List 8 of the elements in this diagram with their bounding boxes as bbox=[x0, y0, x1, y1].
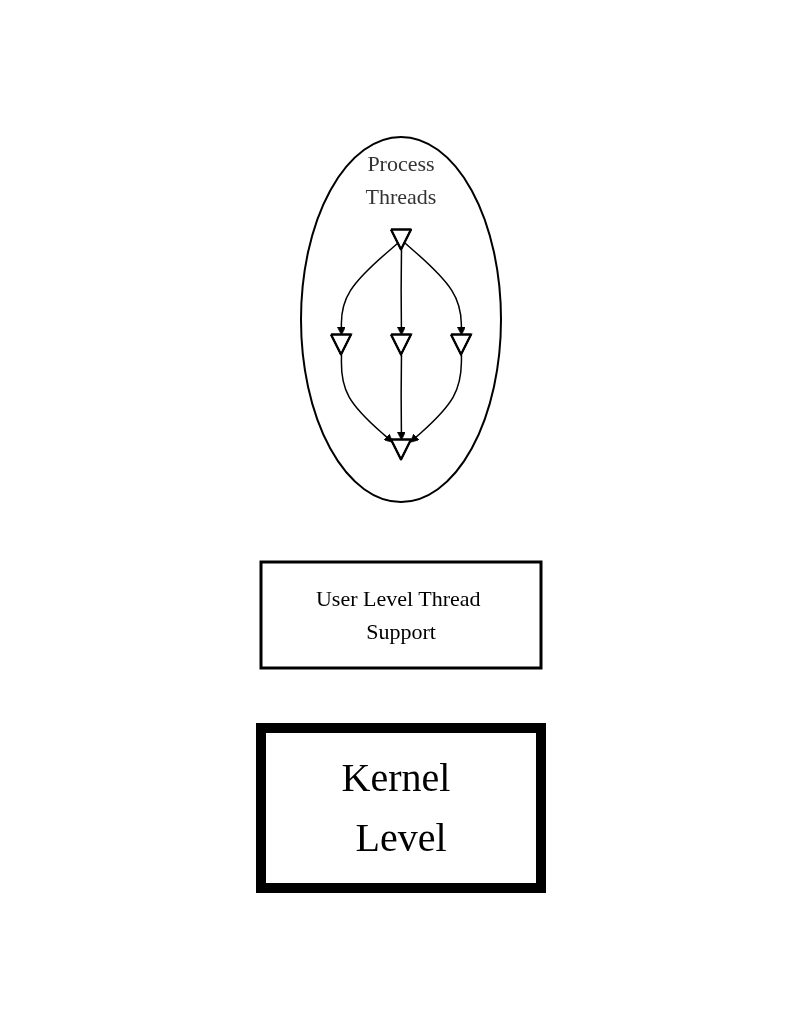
arrow bbox=[404, 241, 466, 335]
node-box: User Level Thread Support bbox=[259, 560, 543, 669]
arrow bbox=[340, 353, 393, 443]
arrow bbox=[337, 241, 399, 335]
arrow bbox=[397, 353, 406, 440]
arrow bbox=[410, 353, 463, 443]
node-box: Kernel Level bbox=[256, 722, 546, 893]
arrow bbox=[397, 248, 406, 335]
